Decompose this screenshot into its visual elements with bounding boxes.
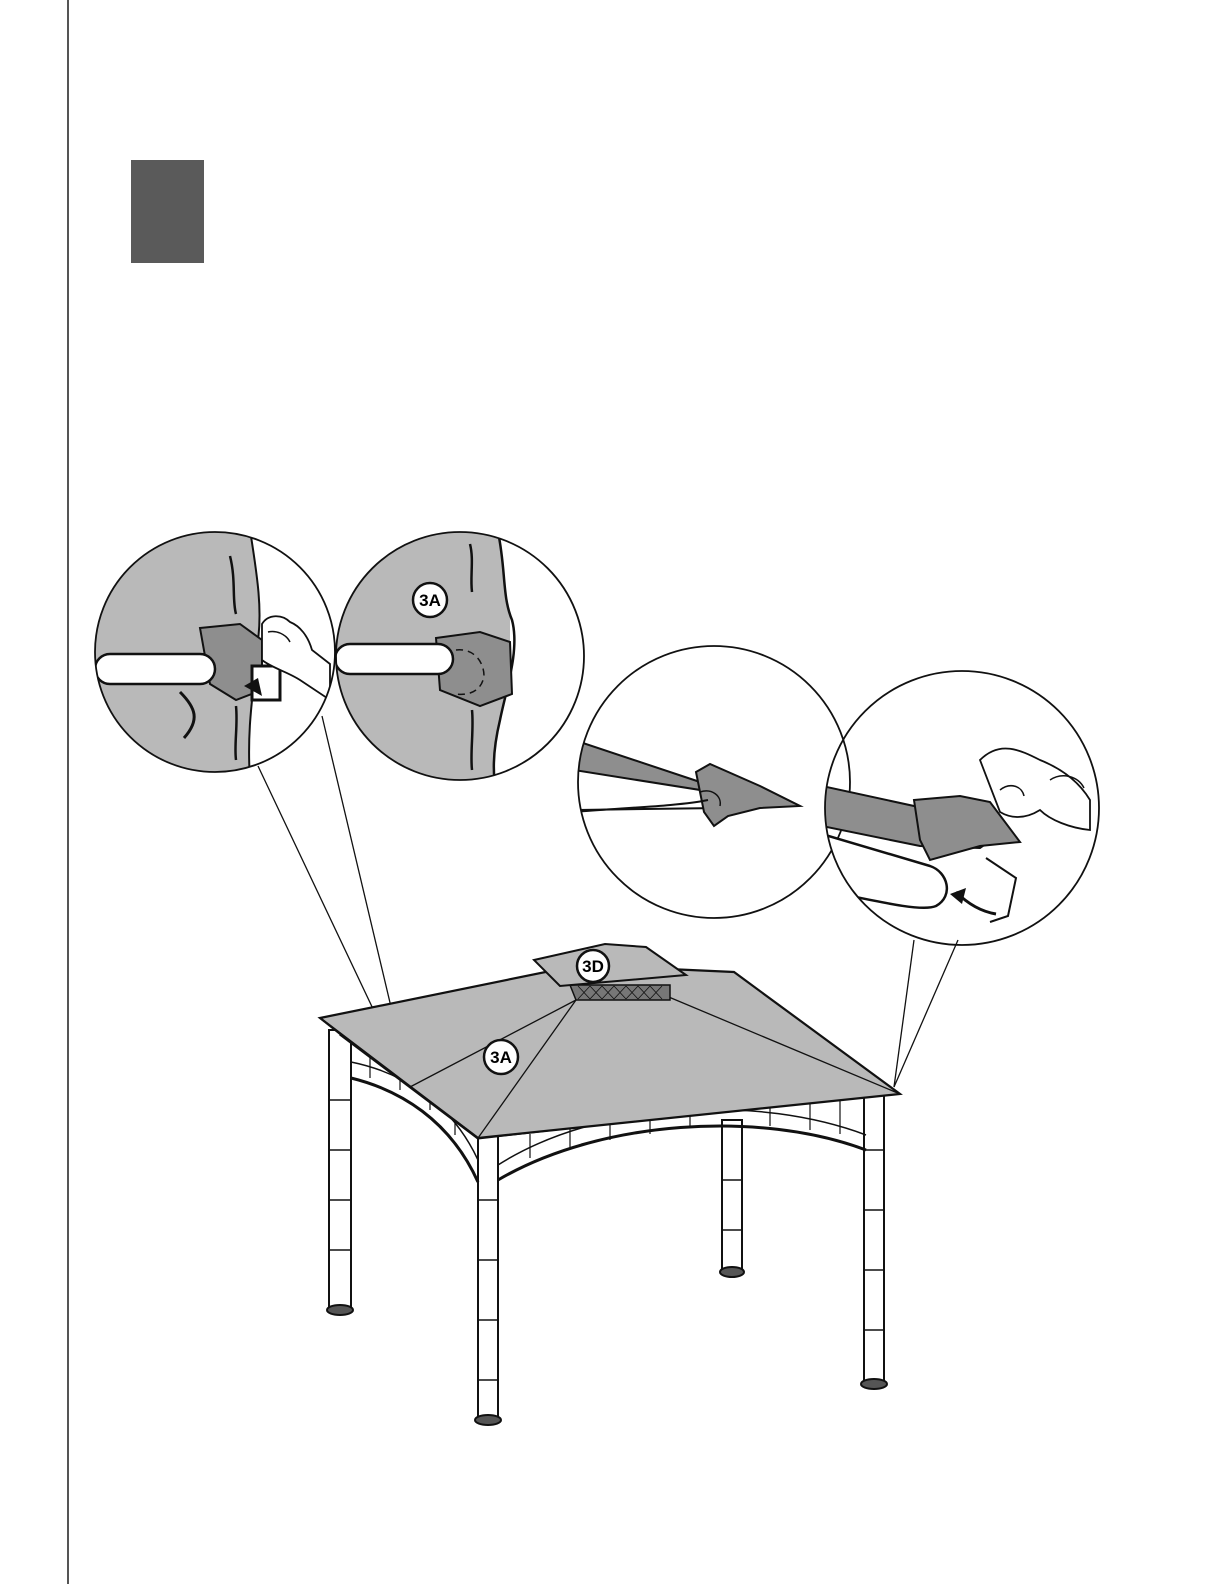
part-label-3d: 3D bbox=[582, 957, 604, 976]
detail-circle-3 bbox=[574, 646, 850, 918]
detail-circle-2: 3A bbox=[330, 530, 590, 790]
detail-circle-4 bbox=[822, 671, 1099, 945]
detail-circle-1 bbox=[90, 530, 340, 780]
part-label-3a-canopy: 3A bbox=[490, 1048, 512, 1067]
part-label-3a-detail: 3A bbox=[419, 591, 441, 610]
